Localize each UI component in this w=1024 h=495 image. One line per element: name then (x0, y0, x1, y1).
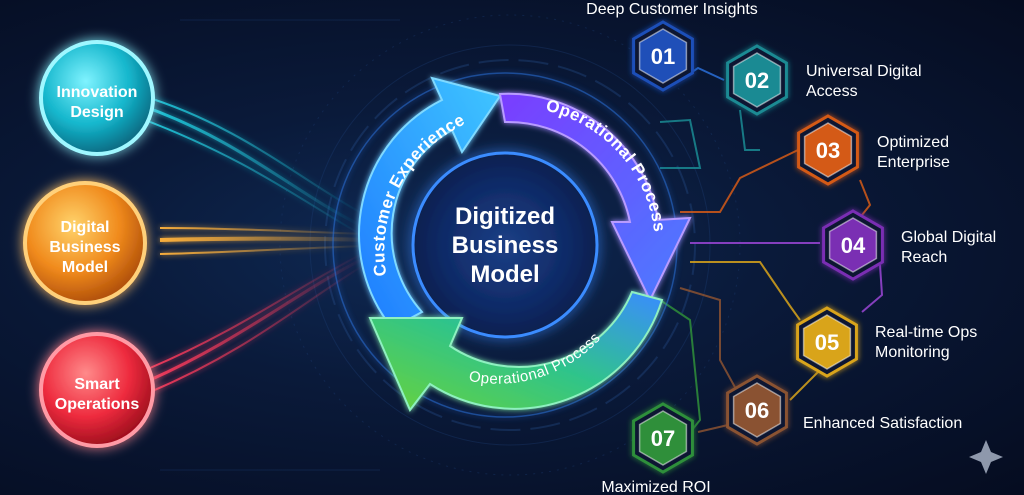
hex-number: 02 (745, 68, 769, 93)
hex-number: 06 (745, 398, 769, 423)
center-title-line: Digitized (455, 203, 555, 230)
orb-label: Innovation (57, 84, 138, 101)
cycle-arrows (358, 76, 692, 412)
hex-fill (732, 52, 782, 108)
orb-label: Design (70, 104, 123, 121)
hex-fill (732, 382, 782, 438)
left-orb-smart-operations: Smart Operations (39, 332, 155, 448)
hex-nodes: 01 Deep Customer Insights 02 Universal Digi… (586, 1, 996, 495)
hex-label: Global Digital (901, 229, 996, 246)
hex-label: Maximized ROI (601, 479, 710, 495)
hex-fill (802, 314, 852, 370)
hex-label: Enhanced Satisfaction (803, 415, 962, 432)
orb-label: Operations (55, 396, 140, 413)
hex-node-01: 01 Deep Customer Insights (586, 1, 758, 92)
center-title-line: Business (452, 232, 559, 259)
hex-number: 04 (841, 233, 866, 258)
hex-number: 01 (651, 44, 675, 69)
hex-label: Optimized (877, 134, 949, 151)
orb-label: Smart (74, 376, 120, 393)
beams (139, 94, 371, 393)
hex-label: Deep Customer Insights (586, 1, 758, 18)
orb-label: Digital (61, 219, 110, 236)
customer-experience-arrow (358, 76, 502, 330)
sparkle-icon (969, 440, 1003, 474)
left-orb-innovation-design: Innovation Design (39, 40, 155, 156)
hex-number: 05 (815, 330, 839, 355)
hex-fill (638, 410, 688, 466)
center-title: Digitized Business Model (452, 203, 559, 288)
hex-number: 03 (816, 138, 840, 163)
orb-label: Model (62, 259, 108, 276)
operational-process-top-arrow (498, 92, 692, 303)
hex-label: Monitoring (875, 344, 950, 361)
hex-fill (803, 122, 853, 178)
hex-label: Access (806, 83, 858, 100)
hex-label: Reach (901, 249, 947, 266)
hex-fill (638, 28, 688, 84)
operational-process-bottom-arrow (368, 290, 664, 412)
hex-fill (828, 217, 878, 273)
background-decor (160, 14, 741, 476)
center-title-line: Model (470, 261, 539, 288)
hex-number: 07 (651, 426, 675, 451)
left-orb-digital-business-model: Digital Business Model (23, 181, 147, 305)
hex-label: Real-time Ops (875, 324, 977, 341)
hex-label: Universal Digital (806, 63, 922, 80)
hex-label: Enterprise (877, 154, 950, 171)
orb-label: Business (49, 239, 120, 256)
